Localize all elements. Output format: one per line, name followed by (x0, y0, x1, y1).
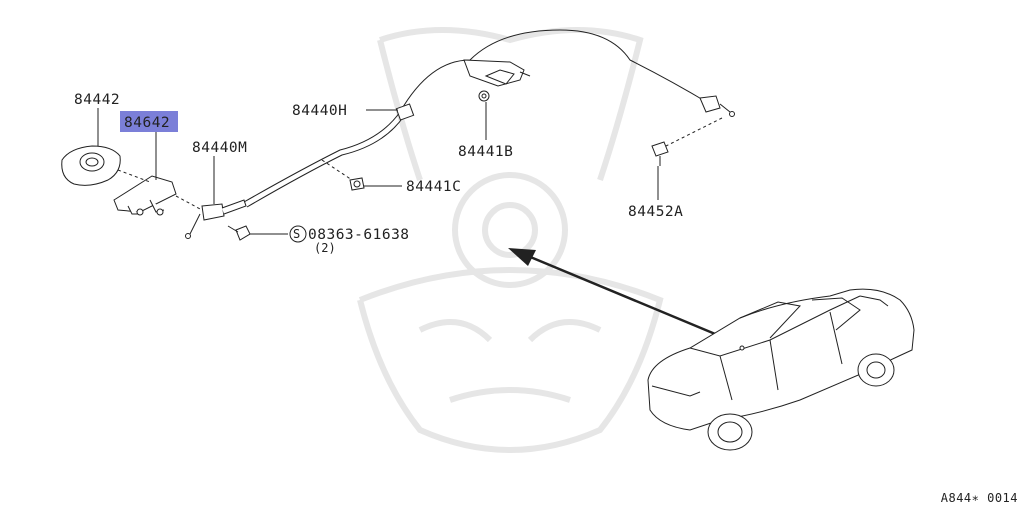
location-arrow (508, 248, 745, 348)
part-84441B-shape (463, 59, 531, 102)
dash-84642-clip (175, 195, 203, 211)
label-84452A: 84452A (628, 204, 683, 220)
label-84441C: 84441C (406, 179, 461, 195)
dash-84441C (321, 159, 353, 181)
label-84442: 84442 (74, 92, 120, 108)
label-84441B: 84441B (458, 144, 513, 160)
part-08363-bolt (227, 225, 288, 241)
label-08363-61638: 08363-61638 (308, 227, 410, 243)
part-84642-shape (113, 175, 177, 216)
part-84440M-shape (185, 199, 247, 239)
part-84452A-shape (651, 141, 669, 166)
label-84440H: 84440H (292, 103, 347, 119)
label-84440M: 84440M (192, 140, 247, 156)
part-84442-shape (61, 145, 121, 186)
part-84441C-shape (349, 177, 365, 191)
car-outline (647, 288, 915, 451)
label-quantity: (2) (314, 241, 336, 255)
s-symbol-circle (289, 225, 307, 243)
diagram-reference-code: A844∗ 0014 (941, 491, 1018, 505)
label-84642: 84642 (124, 115, 170, 131)
dash-84452A (665, 117, 723, 147)
part-cable-trunk-end (699, 95, 735, 117)
watermark-emblem (357, 27, 664, 453)
part-84440H-sleeve (395, 103, 415, 121)
label-s-symbol: S (293, 227, 300, 241)
highlight-84642 (120, 111, 178, 132)
